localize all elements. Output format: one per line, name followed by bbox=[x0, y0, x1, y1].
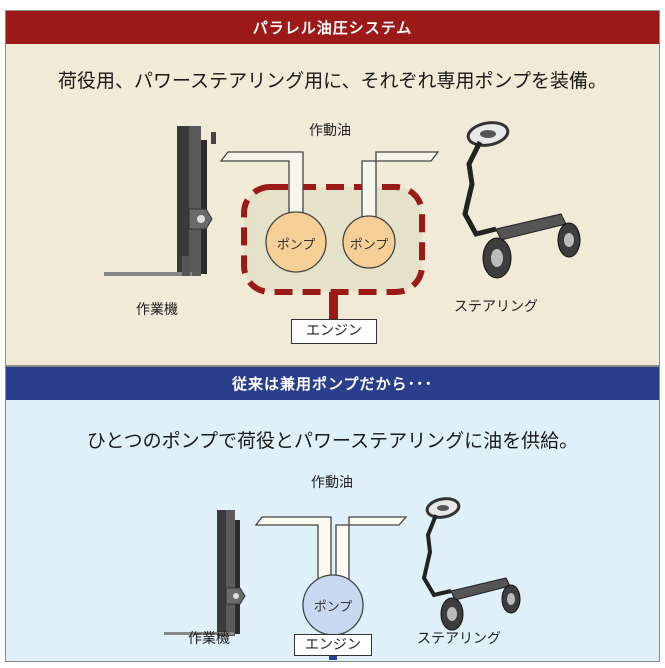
conventional-pump-label: ポンプ bbox=[313, 600, 353, 615]
parallel-steering-label: ステアリング bbox=[454, 299, 538, 315]
parallel-system-section: パラレル油圧システム 荷役用、パワーステアリング用に、それぞれ専用ポンプを装備。 bbox=[5, 10, 660, 366]
parallel-oil-label: 作動油 bbox=[309, 123, 351, 139]
conventional-diagram bbox=[164, 497, 521, 660]
parallel-work-machine-label: 作業機 bbox=[136, 302, 178, 318]
conventional-steering-label: ステアリング bbox=[417, 631, 501, 647]
conventional-engine-box: エンジン bbox=[294, 634, 372, 656]
parallel-diagram bbox=[104, 121, 581, 329]
parallel-lead-text: 荷役用、パワーステアリング用に、それぞれ専用ポンプを装備。 bbox=[58, 70, 607, 92]
conventional-lead-text: ひとつのポンプで荷役とパワーステアリングに油を供給。 bbox=[86, 430, 579, 452]
pump-housing-dashed-outline bbox=[241, 184, 425, 295]
conventional-oil-label: 作動油 bbox=[311, 475, 353, 491]
parallel-pump-2-label: ポンプ bbox=[349, 238, 389, 253]
steering-assembly-icon bbox=[462, 121, 581, 279]
parallel-engine-box: エンジン bbox=[291, 319, 377, 344]
parallel-banner: パラレル油圧システム bbox=[6, 11, 659, 44]
steering-assembly-icon bbox=[421, 497, 521, 631]
pump-1 bbox=[265, 211, 327, 273]
conventional-work-machine-label: 作業機 bbox=[188, 631, 230, 647]
conventional-system-section: 従来は兼用ポンプだから･･･ ひとつのポンプで荷役とパワーステアリングに油を供給… bbox=[5, 366, 660, 662]
parallel-pump-1-label: ポンプ bbox=[276, 238, 316, 253]
conventional-banner: 従来は兼用ポンプだから･･･ bbox=[6, 367, 659, 400]
forklift-mast-icon bbox=[164, 510, 246, 636]
engine-shaft bbox=[329, 289, 338, 329]
forklift-mast-icon bbox=[104, 126, 216, 276]
pump-2 bbox=[342, 215, 396, 269]
